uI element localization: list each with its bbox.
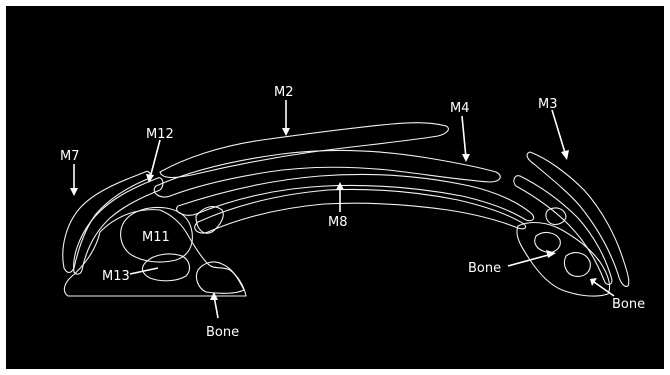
arrowhead-m2 bbox=[282, 128, 290, 136]
label-bone-right-upper: Bone bbox=[468, 261, 501, 276]
anatomy-outline-diagram: M2 M4 M3 M7 M12 M8 M11 M13 Bone Bone Bon… bbox=[6, 6, 664, 369]
right-bone-lower-outline bbox=[564, 253, 590, 277]
left-right-blob-outline bbox=[196, 207, 223, 234]
left-body-outline bbox=[64, 210, 246, 296]
label-m2: M2 bbox=[274, 85, 294, 100]
arrow-bone-right-upper bbox=[508, 254, 552, 266]
muscle-inner-band-outline bbox=[195, 189, 526, 233]
label-m7: M7 bbox=[60, 149, 80, 164]
arrow-m4 bbox=[462, 116, 466, 158]
arrowhead-m3 bbox=[561, 150, 569, 160]
left-lower-blob-outline bbox=[143, 254, 190, 281]
label-m8: M8 bbox=[328, 215, 348, 230]
label-m13: M13 bbox=[102, 269, 130, 284]
right-bone-upper-outline bbox=[535, 233, 561, 253]
label-bone-bottom: Bone bbox=[206, 325, 239, 340]
muscle-m3-outline bbox=[527, 152, 629, 286]
right-blob-small-outline bbox=[546, 208, 566, 225]
arrow-m3 bbox=[552, 110, 566, 156]
arrowhead-m7 bbox=[70, 188, 78, 196]
arrowhead-m4 bbox=[462, 154, 470, 162]
label-m11: M11 bbox=[142, 230, 170, 245]
label-m4: M4 bbox=[450, 101, 470, 116]
label-bone-right-lower: Bone bbox=[612, 297, 645, 312]
label-m3: M3 bbox=[538, 97, 558, 112]
bone-bottom-outline bbox=[196, 262, 244, 293]
label-m12: M12 bbox=[146, 127, 174, 142]
arrowhead-bone-right-lower bbox=[590, 278, 597, 286]
arrow-m12 bbox=[150, 140, 160, 178]
diagram-canvas: M2 M4 M3 M7 M12 M8 M11 M13 Bone Bone Bon… bbox=[6, 6, 664, 369]
